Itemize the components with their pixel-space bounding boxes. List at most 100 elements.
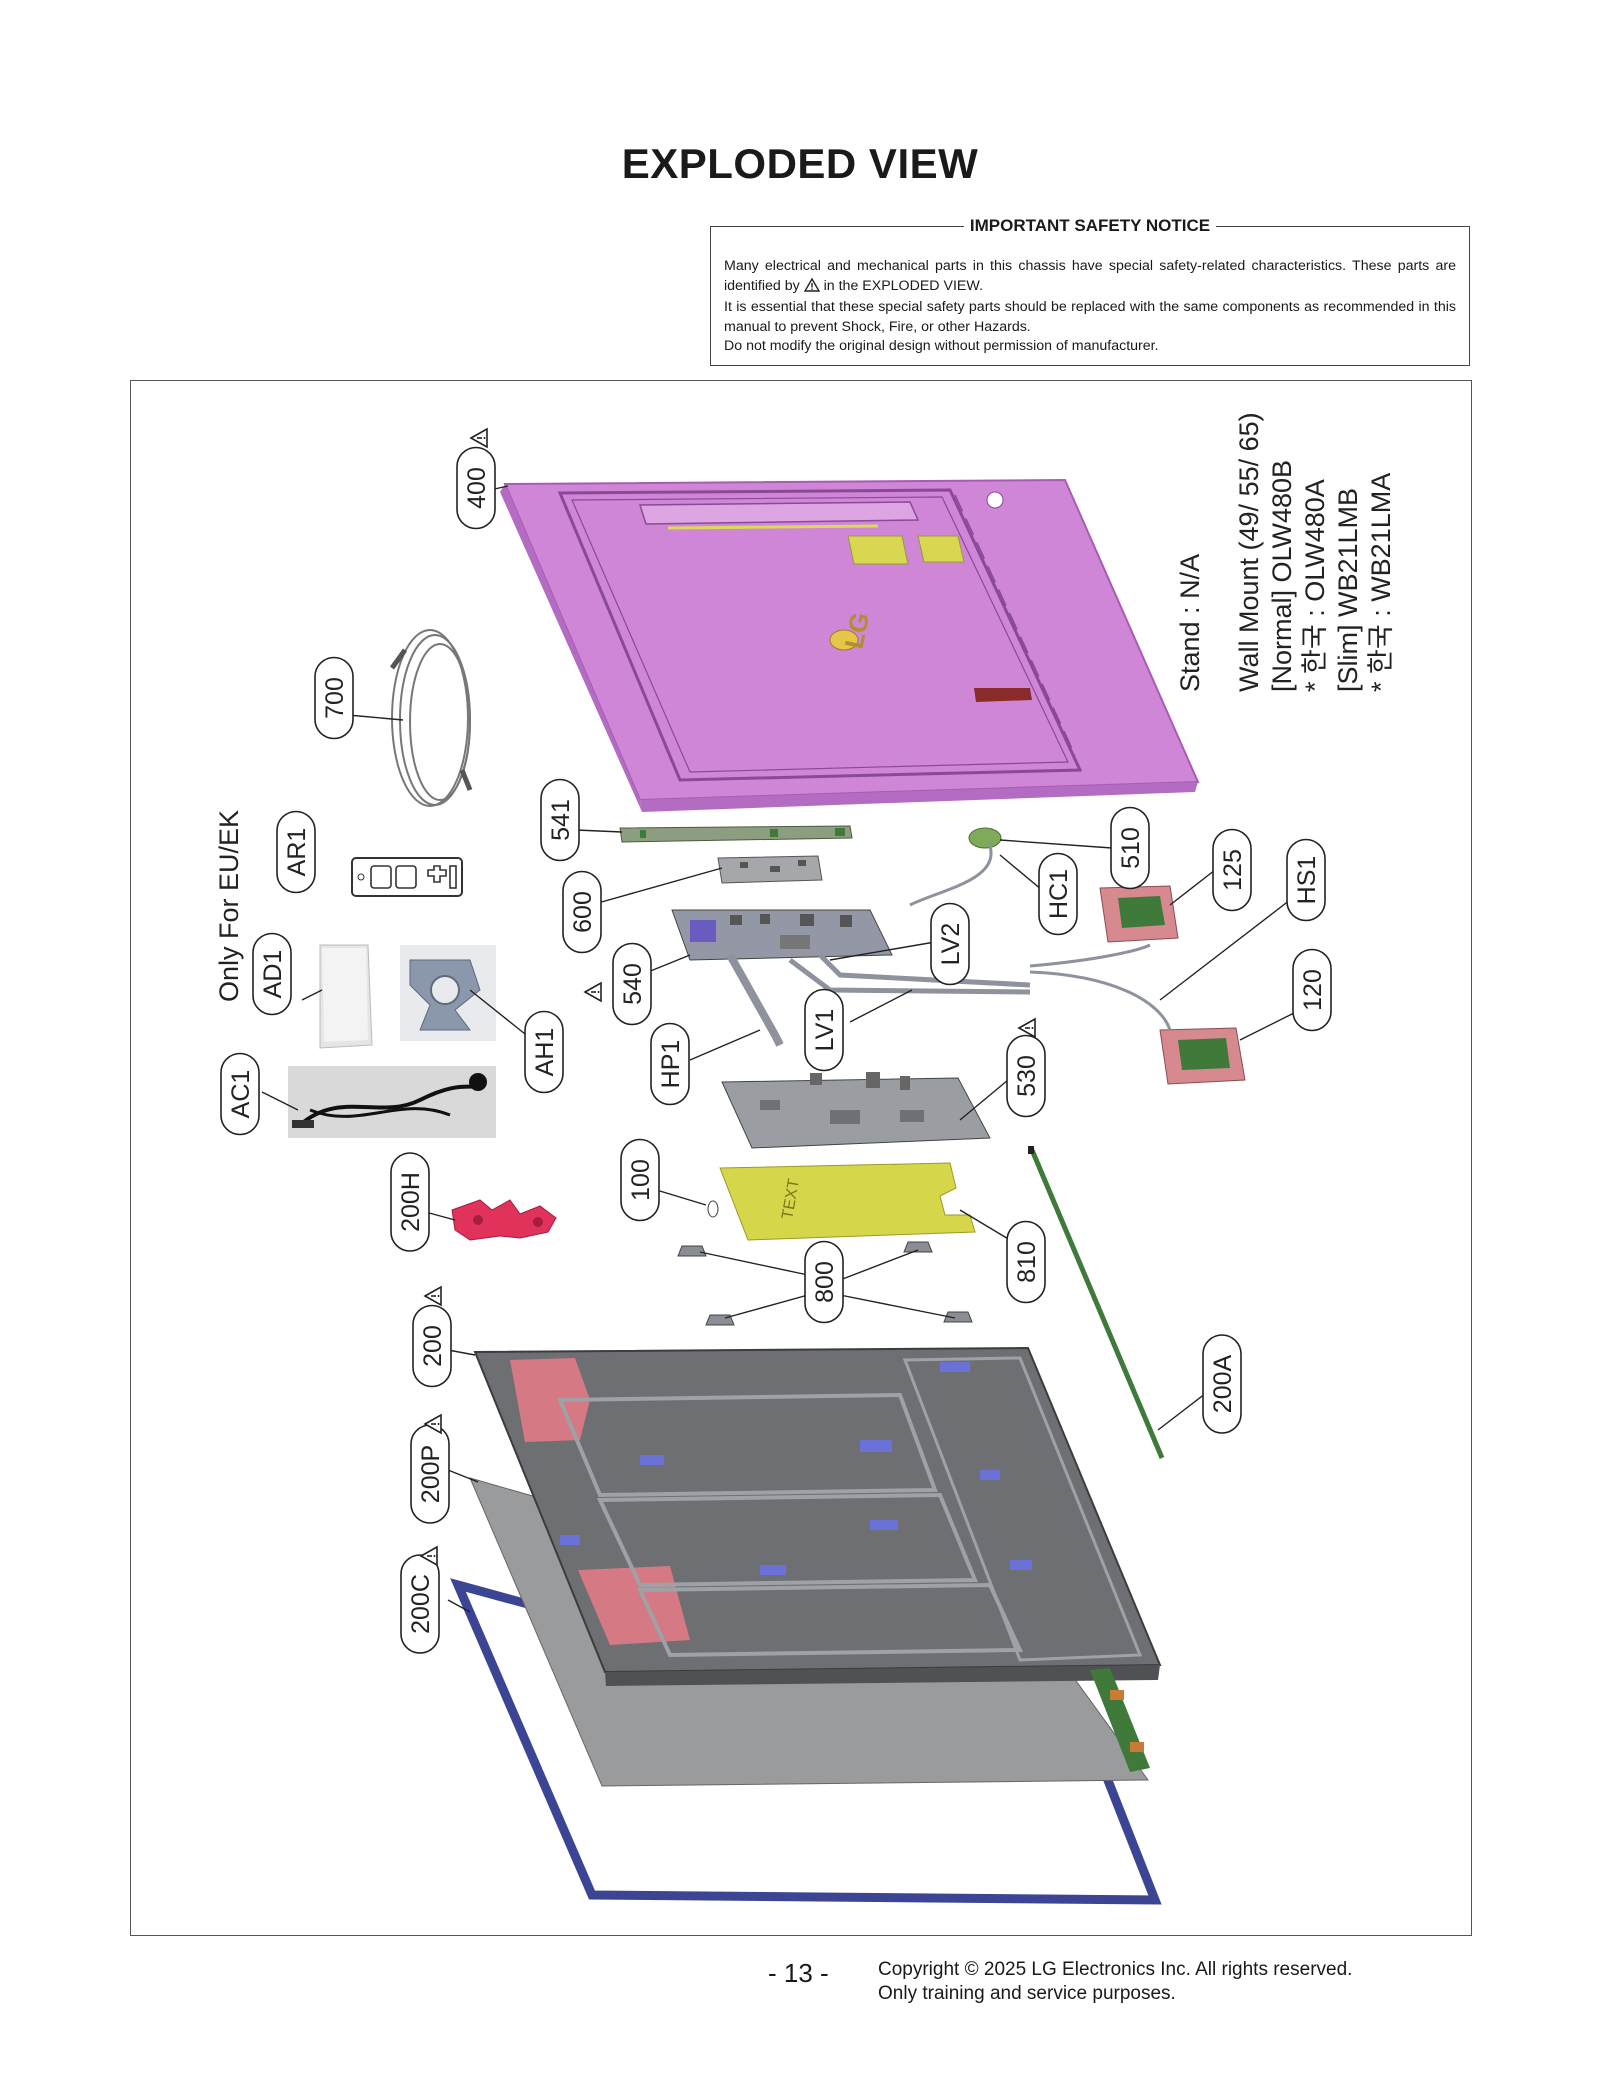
part-label-oval bbox=[412, 1304, 452, 1388]
part-label-530: 530 bbox=[1006, 1034, 1046, 1118]
part-label-oval bbox=[400, 1554, 440, 1654]
speaker-125 bbox=[1099, 885, 1179, 943]
part-label-oval bbox=[650, 1022, 690, 1106]
back-cover-400: LG bbox=[500, 478, 1200, 812]
part-label-600: 600 bbox=[562, 870, 602, 954]
part-label-200h: 200H bbox=[390, 1152, 430, 1252]
page-title: EXPLODED VIEW bbox=[621, 140, 979, 187]
part-label-text: 200A bbox=[1209, 1354, 1237, 1413]
part-label-510: 510 bbox=[1110, 806, 1150, 890]
safety-notice-line2: It is essential that these special safet… bbox=[724, 299, 1456, 335]
part-label-oval bbox=[524, 1010, 564, 1094]
part-label-hc1: HC1 bbox=[1038, 852, 1078, 936]
wall-mount-line-2: [Normal] OLW480B bbox=[1267, 460, 1297, 692]
part-label-200a: 200A bbox=[1202, 1334, 1242, 1434]
speaker-120 bbox=[1159, 1027, 1246, 1085]
part-label-oval bbox=[314, 656, 354, 740]
part-label-oval bbox=[1202, 1334, 1242, 1434]
part-label-541: 541 bbox=[540, 778, 580, 862]
chassis-200 bbox=[473, 1346, 1162, 1686]
part-label-lv2: LV2 bbox=[930, 902, 970, 986]
part-label-text: 541 bbox=[547, 799, 575, 841]
safety-notice-body: Many electrical and mechanical parts in … bbox=[724, 257, 1456, 357]
part-label-text: 125 bbox=[1219, 849, 1247, 891]
holder-ah1 bbox=[400, 945, 496, 1041]
part-label-100: 100 bbox=[620, 1138, 660, 1222]
part-label-oval bbox=[804, 1240, 844, 1324]
part-label-hs1: HS1 bbox=[1286, 838, 1326, 922]
sensor-510 bbox=[909, 827, 1002, 907]
part-label-text: LV2 bbox=[937, 923, 965, 966]
part-label-125: 125 bbox=[1212, 828, 1252, 912]
ac-cable-ac1 bbox=[288, 1066, 496, 1138]
part-label-text: 530 bbox=[1013, 1055, 1041, 1097]
part-label-text: 540 bbox=[619, 963, 647, 1005]
part-label-120: 120 bbox=[1292, 948, 1332, 1032]
warning-triangle-icon bbox=[803, 277, 820, 299]
part-label-oval bbox=[612, 942, 652, 1026]
svg-text:TEXT: TEXT bbox=[779, 1177, 803, 1220]
part-label-text: AR1 bbox=[283, 828, 311, 877]
part-100 bbox=[707, 1200, 719, 1218]
safety-notice-heading: IMPORTANT SAFETY NOTICE bbox=[711, 216, 1469, 236]
part-label-oval bbox=[1286, 838, 1326, 922]
part-label-810: 810 bbox=[1006, 1220, 1046, 1304]
part-label-lv1: LV1 bbox=[804, 988, 844, 1072]
part-label-ac1: AC1 bbox=[220, 1052, 260, 1136]
part-label-ar1: AR1 bbox=[276, 810, 316, 894]
copyright: Copyright © 2025 LG Electronics Inc. All… bbox=[878, 1958, 1352, 2006]
insulator-810: TEXT bbox=[719, 1162, 976, 1241]
part-label-text: 400 bbox=[463, 467, 491, 509]
part-label-text: 200C bbox=[407, 1574, 435, 1634]
stand-text: Stand : N/A bbox=[1175, 554, 1205, 692]
speaker-cable-hs1 bbox=[1029, 943, 1172, 1031]
part-label-200p: 200P bbox=[410, 1424, 450, 1524]
part-label-text: HP1 bbox=[657, 1040, 685, 1089]
power-board-530 bbox=[721, 1072, 991, 1149]
part-label-text: 100 bbox=[627, 1159, 655, 1201]
power-cord-700 bbox=[389, 629, 473, 807]
part-label-oval bbox=[562, 870, 602, 954]
part-label-text: AH1 bbox=[531, 1028, 559, 1077]
part-label-oval bbox=[620, 1138, 660, 1222]
part-label-hp1: HP1 bbox=[650, 1022, 690, 1106]
page-number: - 13 - bbox=[768, 1958, 829, 1988]
part-label-ad1: AD1 bbox=[252, 932, 292, 1016]
region-label: Only For EU/EK bbox=[214, 810, 244, 1002]
part-label-text: LV1 bbox=[811, 1009, 839, 1052]
part-label-text: 800 bbox=[811, 1261, 839, 1303]
part-label-oval bbox=[540, 778, 580, 862]
part-label-oval bbox=[1006, 1034, 1046, 1118]
part-label-oval bbox=[390, 1152, 430, 1252]
wall-mount-line-1: Wall Mount (49/ 55/ 65) bbox=[1234, 412, 1264, 692]
wall-mount-line-4: [Slim] WB21LMB bbox=[1333, 488, 1363, 692]
part-label-text: 200H bbox=[397, 1172, 425, 1232]
safety-notice-line3: Do not modify the original design withou… bbox=[724, 338, 1159, 354]
part-label-text: 510 bbox=[1117, 827, 1145, 869]
safety-notice-line1-end: in the EXPLODED VIEW. bbox=[823, 277, 983, 294]
part-label-text: 200P bbox=[417, 1445, 445, 1503]
part-label-ah1: AH1 bbox=[524, 1010, 564, 1094]
part-label-oval bbox=[804, 988, 844, 1072]
part-label-oval bbox=[1212, 828, 1252, 912]
lvds-cables bbox=[726, 953, 1031, 1047]
part-label-700: 700 bbox=[314, 656, 354, 740]
part-label-oval bbox=[1006, 1220, 1046, 1304]
part-label-text: 700 bbox=[321, 677, 349, 719]
part-label-text: AD1 bbox=[259, 950, 287, 999]
diagram-frame bbox=[130, 380, 1472, 1936]
part-label-800: 800 bbox=[804, 1240, 844, 1324]
bracket-200h bbox=[451, 1199, 557, 1241]
part-label-oval bbox=[252, 932, 292, 1016]
source-boards bbox=[1090, 1668, 1150, 1772]
part-label-oval bbox=[930, 902, 970, 986]
wall-mount-line-3: * 한국 : OLW480A bbox=[1300, 479, 1330, 692]
part-label-text: AC1 bbox=[227, 1070, 255, 1119]
safety-notice-box: IMPORTANT SAFETY NOTICE Many electrical … bbox=[710, 216, 1470, 366]
safety-notice-line1: Many electrical and mechanical parts in … bbox=[724, 258, 1456, 294]
part-label-200: 200 bbox=[412, 1304, 452, 1388]
part-label-oval bbox=[1038, 852, 1078, 936]
adhesive-pad-ad1 bbox=[319, 944, 373, 1049]
